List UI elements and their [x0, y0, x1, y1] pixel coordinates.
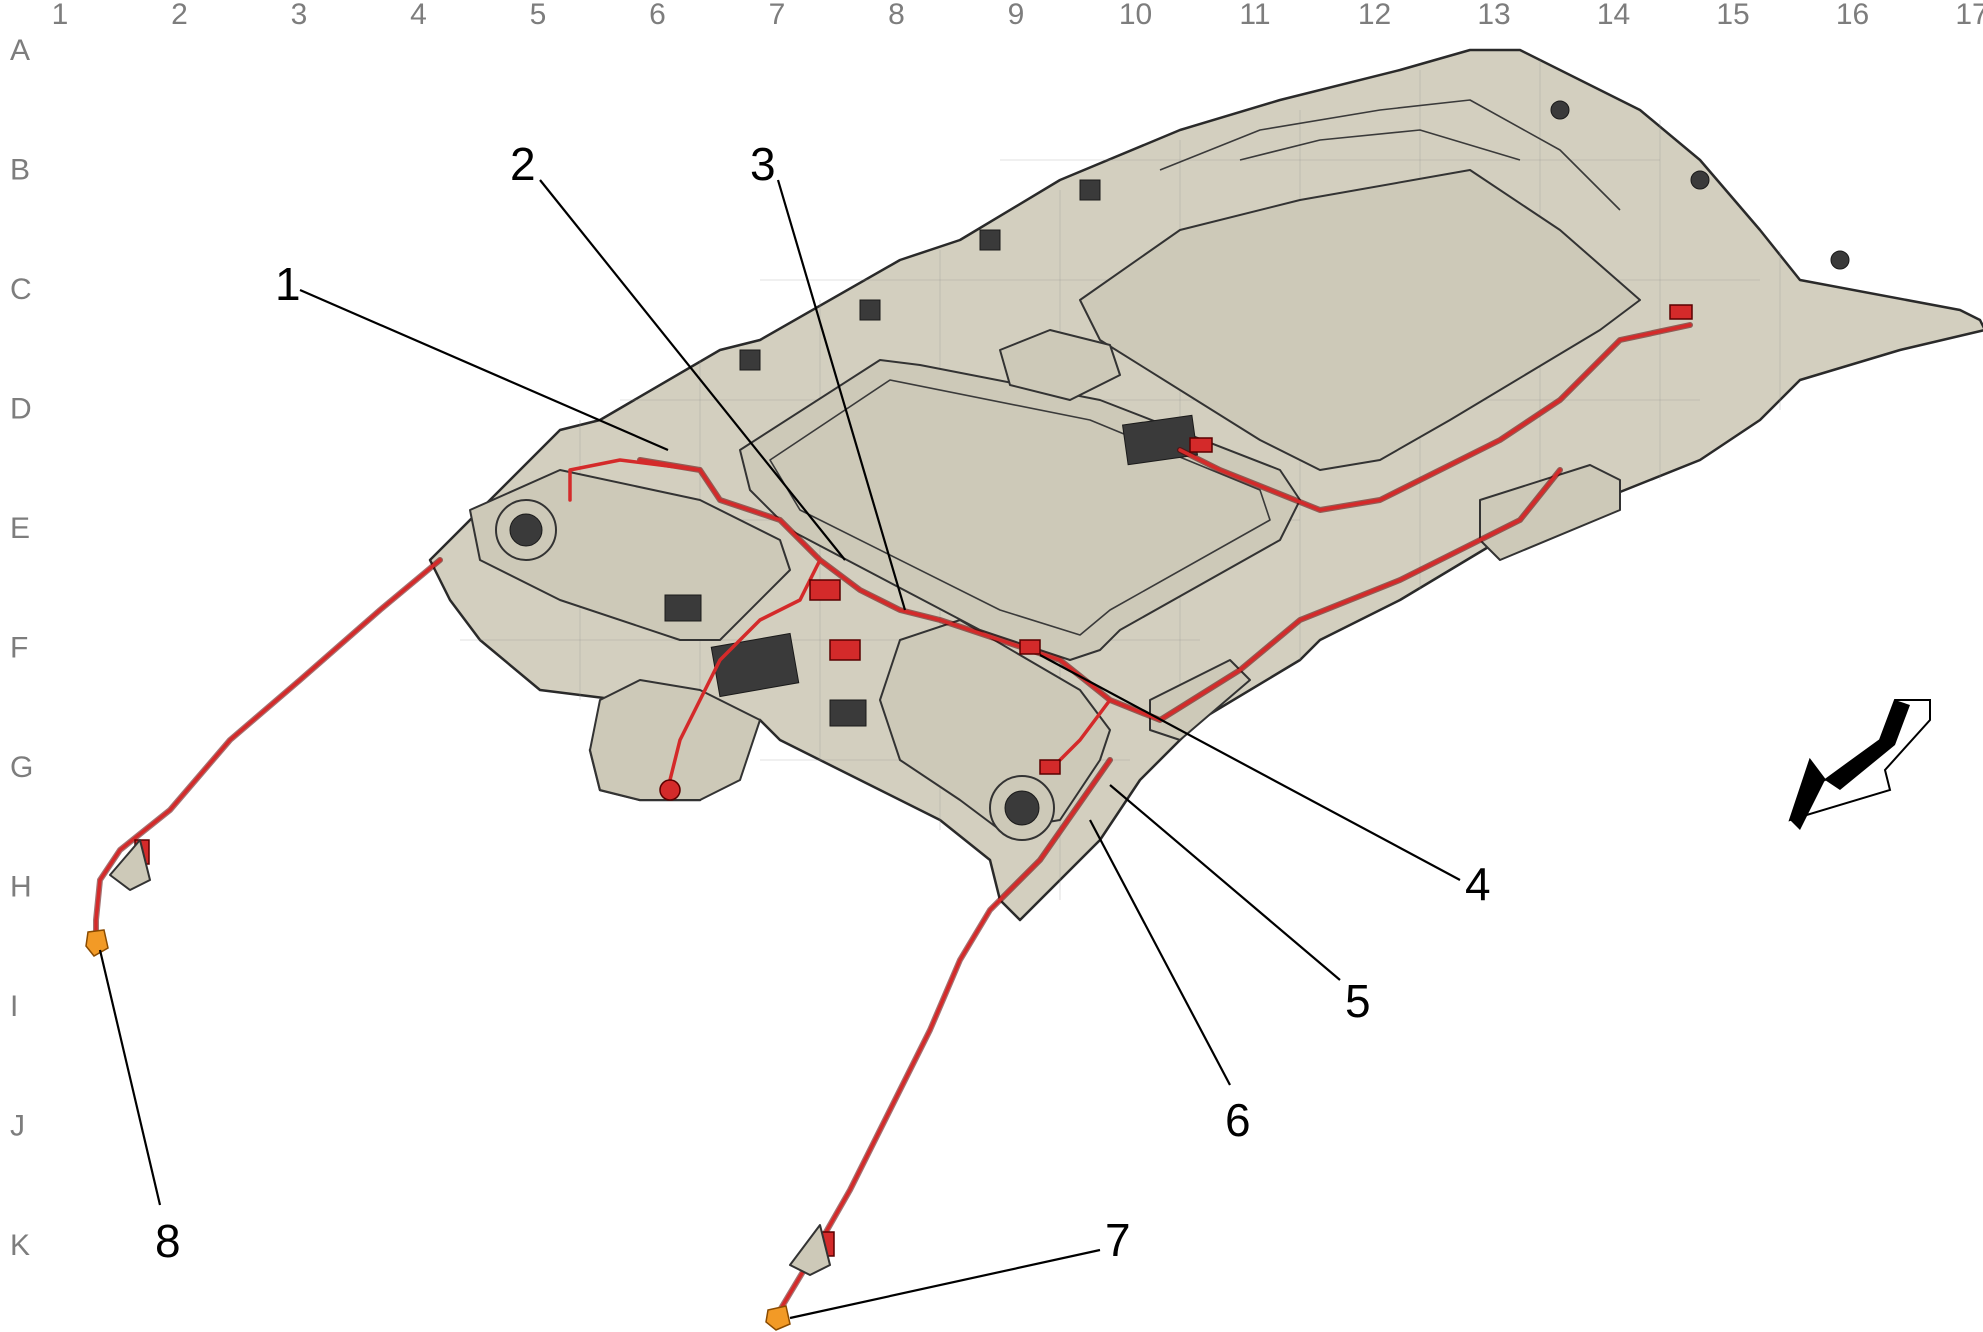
harness-main-trunk [638, 458, 1562, 722]
grid-row-label: B [10, 154, 30, 187]
grid-column-label: 9 [1008, 0, 1025, 31]
callout-8: 8 [155, 1215, 181, 1267]
grid-column-label: 5 [530, 0, 547, 31]
grid-row-labels: ABCDEFGHIJKL [10, 34, 33, 1262]
rear-clip [1690, 170, 1710, 190]
left-pillar-bracket [109, 839, 151, 891]
console-connector [809, 579, 841, 601]
right-visor-recess [879, 619, 1111, 831]
grid-row-label: I [10, 990, 18, 1023]
harness-left-pillar-lead [94, 558, 442, 942]
rear-trim-contour [1159, 99, 1621, 211]
grid-column-label: 16 [1836, 0, 1869, 31]
grid-row-label: K [10, 1229, 30, 1262]
module-connector [1189, 437, 1213, 453]
overhead-console [589, 679, 761, 801]
grid-row-label: F [10, 632, 28, 665]
headliner-assembly [428, 48, 1983, 922]
callout-leaders [98, 179, 1461, 1320]
grid-row-label: J [10, 1110, 25, 1143]
grid-row-label: E [10, 512, 30, 545]
rail-clip [979, 229, 1001, 251]
callout-6: 6 [1225, 1094, 1251, 1146]
rear-headliner-section [1079, 169, 1641, 471]
left-speaker-cone [509, 513, 543, 547]
rear-pad [999, 329, 1121, 401]
leader-3 [776, 179, 907, 611]
rear-clip [1550, 100, 1570, 120]
visor-connector [1039, 759, 1061, 775]
leader-4 [1039, 654, 1461, 881]
sunroof-inner-frame [769, 379, 1271, 636]
leader-6 [1089, 819, 1231, 1086]
grid-column-label: 13 [1477, 0, 1510, 31]
callout-3: 3 [750, 138, 776, 190]
dome-lamp-connector [659, 779, 681, 801]
harness-rear-branch [1178, 323, 1692, 512]
grid-column-label: 7 [769, 0, 786, 31]
grid-column-label: 1 [52, 0, 69, 31]
grid-row-label: C [10, 273, 32, 306]
grid-row-label: D [10, 393, 32, 426]
callout-2: 2 [510, 138, 536, 190]
callout-4: 4 [1465, 858, 1491, 910]
rear-clip [1830, 250, 1850, 270]
leader-7 [789, 1248, 1101, 1320]
grid-column-label: 3 [291, 0, 308, 31]
rear-connector [1669, 304, 1693, 320]
leader-5 [1109, 784, 1341, 981]
rail-clip [739, 349, 761, 371]
grid-column-label: 12 [1358, 0, 1391, 31]
callout-7: 7 [1105, 1214, 1131, 1266]
visor-clip-left [664, 594, 702, 622]
grid-column-label: 14 [1597, 0, 1630, 31]
harness-right-visor-branch [1058, 698, 1112, 762]
sunroof-connector [1019, 639, 1041, 655]
leader-2 [539, 179, 846, 561]
grid-row-label: G [10, 751, 33, 784]
grid-row-label: A [10, 34, 30, 67]
grid-column-label: 17 [1955, 0, 1983, 31]
console-connector [829, 639, 861, 661]
grid-column-label: 2 [171, 0, 188, 31]
grid-column-label: 11 [1239, 0, 1270, 31]
right-end-connector [765, 1305, 791, 1331]
grid-column-label: 10 [1119, 0, 1152, 31]
leader-1 [299, 288, 669, 452]
callout-1: 1 [275, 258, 301, 310]
grid-column-label: 8 [888, 0, 905, 31]
left-end-connector [85, 929, 109, 957]
leader-8 [98, 949, 162, 1206]
harness-left-visor-branch [568, 458, 702, 502]
callout-labels: 1 2 3 4 5 6 7 8 [155, 138, 1491, 1267]
rail-clip [1079, 179, 1101, 201]
front-direction-arrow-icon [1788, 699, 1931, 830]
grid-column-label: 6 [649, 0, 666, 31]
rail-clip [859, 299, 881, 321]
grid-column-label: 4 [410, 0, 427, 31]
right-speaker-cone [1004, 790, 1040, 826]
right-pillar-bracket [789, 1224, 831, 1276]
grid-column-label: 15 [1716, 0, 1749, 31]
grid-row-label: H [10, 871, 32, 904]
headliner-wiring-harness [85, 304, 1693, 1331]
harness-console-branch [668, 558, 822, 782]
visor-clip-right [829, 699, 867, 727]
callout-5: 5 [1345, 975, 1371, 1027]
